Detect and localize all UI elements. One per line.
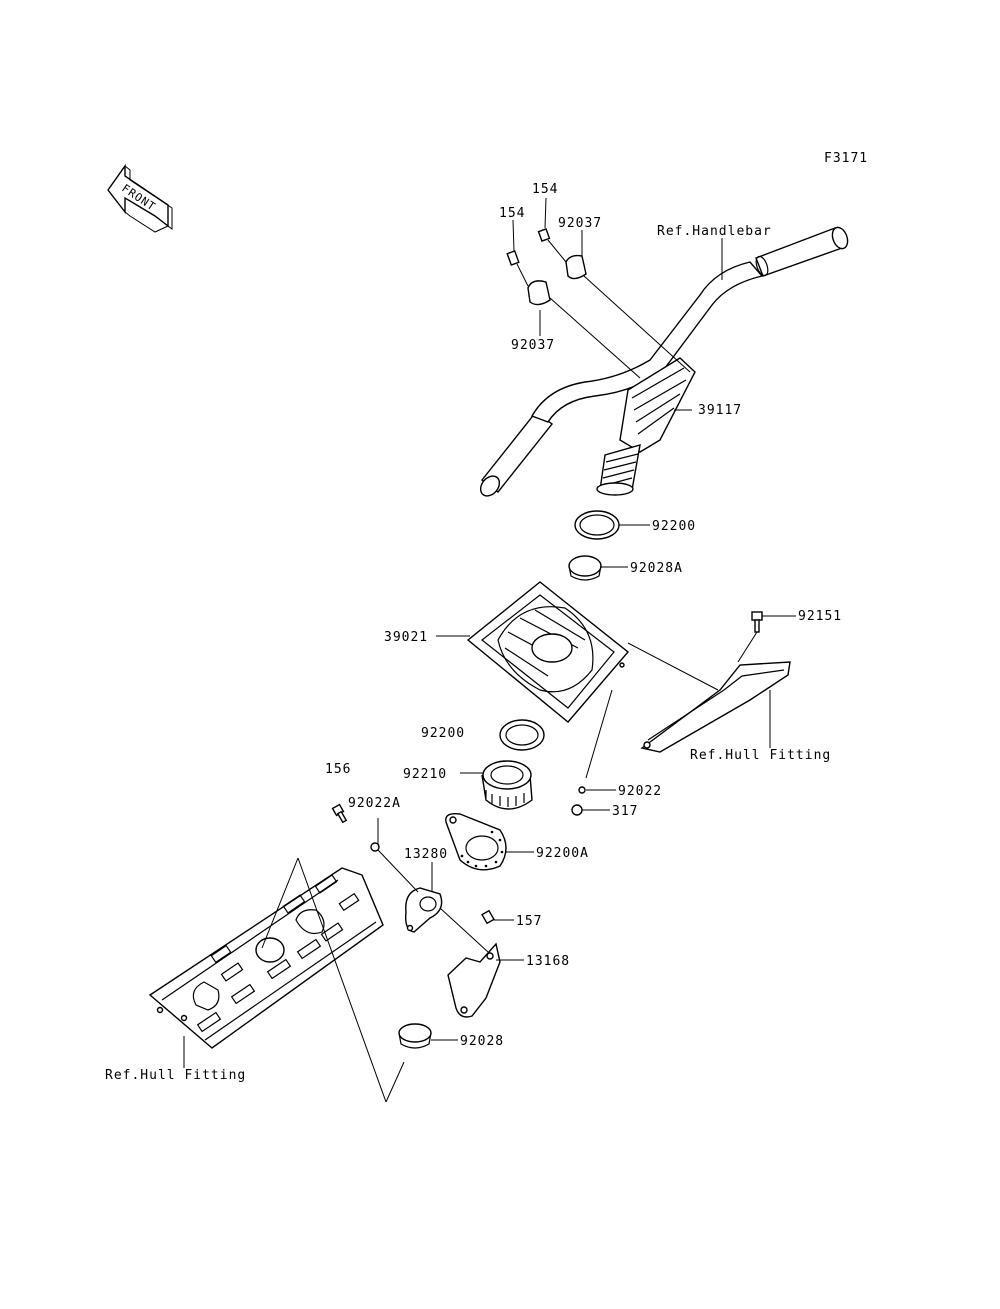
label-317: 317 — [612, 804, 638, 819]
label-157: 157 — [516, 914, 542, 929]
steering-column-drawing — [596, 357, 696, 496]
lever-13168 — [447, 942, 501, 1018]
collar-92037-upper — [565, 254, 587, 280]
hull-fitting-plate-lower — [148, 867, 384, 1068]
label-13168: 13168 — [526, 954, 570, 969]
label-13280: 13280 — [404, 847, 448, 862]
label-ref-hull-fitting-lower: Ref.Hull Fitting — [105, 1068, 246, 1083]
bolt-154-lower — [506, 250, 520, 266]
nut-92022 — [578, 786, 586, 794]
label-154-lower: 154 — [499, 206, 525, 221]
collar-92037-lower — [527, 280, 551, 306]
label-39117: 39117 — [698, 403, 742, 418]
bushing-92028 — [398, 1023, 432, 1049]
bolt-154-upper — [537, 228, 551, 242]
label-92028A: 92028A — [630, 561, 683, 576]
label-92022A: 92022A — [348, 796, 401, 811]
label-154-upper: 154 — [532, 182, 558, 197]
handlebar-drawing — [479, 226, 849, 497]
cam-13280 — [404, 887, 443, 933]
front-direction-icon: FRONT — [107, 163, 173, 233]
label-92200-mid: 92200 — [421, 726, 465, 741]
label-92210: 92210 — [403, 767, 447, 782]
bushing-92028A — [568, 555, 602, 581]
bolt-92022A — [331, 803, 348, 824]
label-92151: 92151 — [798, 609, 842, 624]
label-ref-handlebar: Ref.Handlebar — [657, 224, 772, 239]
boot-plate-39021 — [466, 581, 630, 723]
nut-317 — [571, 804, 583, 816]
label-92037-upper: 92037 — [558, 216, 602, 231]
label-92200A: 92200A — [536, 846, 589, 861]
collar-156 — [370, 842, 380, 852]
label-39021: 39021 — [384, 630, 428, 645]
label-92022: 92022 — [618, 784, 662, 799]
bolt-157 — [481, 909, 495, 925]
gear-92210 — [481, 760, 533, 810]
label-92037-lower: 92037 — [511, 338, 555, 353]
bolt-92151 — [751, 611, 763, 633]
label-ref-hull-fitting-right: Ref.Hull Fitting — [690, 748, 831, 763]
label-156: 156 — [325, 762, 351, 777]
label-92200-upper: 92200 — [652, 519, 696, 534]
hull-fitting-bracket-right — [640, 661, 791, 753]
label-92028: 92028 — [460, 1034, 504, 1049]
figure-code: F3171 — [824, 151, 868, 166]
plate-92200A — [445, 812, 507, 871]
